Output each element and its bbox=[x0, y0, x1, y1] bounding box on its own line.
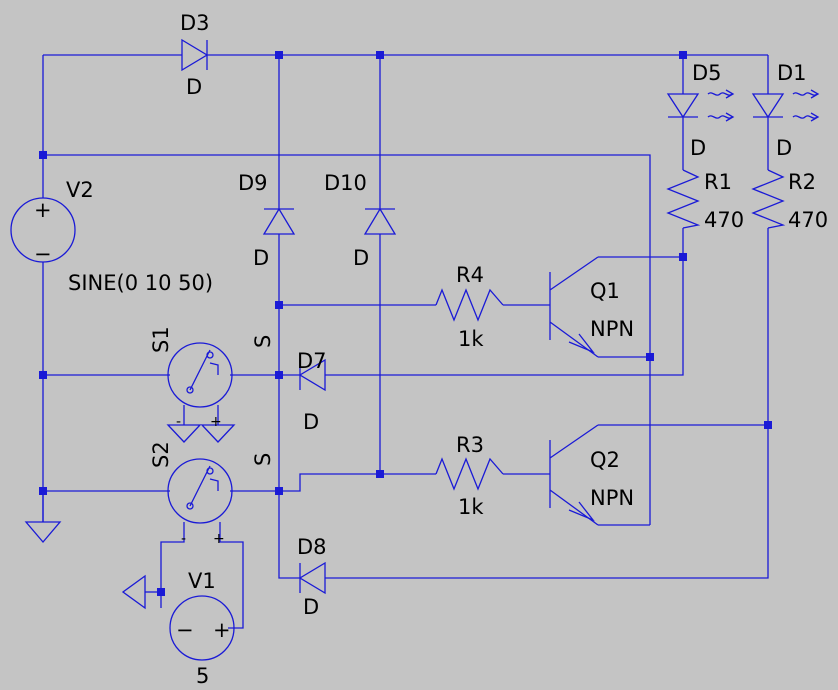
d9-label: D9 bbox=[238, 171, 268, 195]
source-v1[interactable]: − + V1 5 bbox=[169, 569, 235, 688]
ground-v1-icon bbox=[121, 574, 146, 610]
v2-label: V2 bbox=[66, 178, 94, 202]
diode-d3[interactable]: D3 D bbox=[180, 11, 210, 99]
v2-value: SINE(0 10 50) bbox=[68, 271, 213, 295]
q1-label: Q1 bbox=[590, 279, 620, 303]
switch-s2[interactable]: S2 S + - bbox=[149, 441, 275, 547]
r3-label: R3 bbox=[456, 433, 484, 457]
d5-value: D bbox=[690, 136, 706, 160]
d3-value: D bbox=[186, 75, 202, 99]
v1-minus-sign: − bbox=[176, 618, 194, 642]
d9-value: D bbox=[253, 246, 269, 270]
q1-emitter-arrow-icon bbox=[568, 333, 596, 354]
d1-label: D1 bbox=[777, 61, 807, 85]
v1-label: V1 bbox=[188, 569, 216, 593]
q2-emitter-arrow-icon bbox=[568, 501, 596, 522]
transistor-q2[interactable]: Q2 NPN bbox=[549, 424, 634, 526]
diode-d10[interactable]: D10 D bbox=[324, 171, 397, 270]
diode-d9[interactable]: D9 D bbox=[238, 171, 296, 270]
v2-minus-sign: − bbox=[34, 242, 52, 266]
d1-value: D bbox=[776, 136, 792, 160]
q2-value: NPN bbox=[590, 486, 634, 510]
q1-value: NPN bbox=[590, 317, 634, 341]
diode-d8[interactable]: D8 D bbox=[297, 535, 327, 619]
v1-plus-sign: + bbox=[213, 618, 231, 642]
resistor-r4[interactable]: R4 1k bbox=[435, 263, 504, 351]
switch-s1[interactable]: S1 S + - bbox=[149, 326, 275, 443]
resistor-r1[interactable]: R1 470 bbox=[666, 169, 744, 232]
ground-icon bbox=[24, 521, 62, 544]
d5-light-arrow-icon bbox=[707, 89, 735, 99]
d10-value: D bbox=[353, 246, 369, 270]
d1-light-arrow-icon bbox=[792, 89, 820, 99]
s2-value: S bbox=[251, 453, 275, 466]
r2-value: 470 bbox=[788, 208, 828, 232]
r4-label: R4 bbox=[456, 263, 484, 287]
s1-minus-sign: - bbox=[176, 414, 181, 430]
d7-label: D7 bbox=[297, 349, 327, 373]
d10-label: D10 bbox=[324, 171, 367, 195]
d8-value: D bbox=[303, 595, 319, 619]
q2-label: Q2 bbox=[590, 448, 620, 472]
s1-value: S bbox=[251, 335, 275, 348]
s1-plus-sign: + bbox=[210, 414, 222, 430]
resistor-r3[interactable]: R3 1k bbox=[435, 433, 504, 519]
source-v2[interactable]: + − V2 SINE(0 10 50) bbox=[10, 178, 213, 295]
s2-plus-sign: + bbox=[213, 531, 225, 547]
d5-label: D5 bbox=[692, 61, 722, 85]
r4-value: 1k bbox=[458, 327, 484, 351]
s1-label: S1 bbox=[149, 326, 173, 353]
diode-d7[interactable]: D7 D bbox=[297, 349, 327, 434]
r2-label: R2 bbox=[788, 170, 816, 194]
v2-plus-sign: + bbox=[34, 198, 52, 222]
s2-label: S2 bbox=[149, 441, 173, 468]
led-d1[interactable]: D1 D bbox=[751, 61, 820, 160]
led-d5[interactable]: D5 D bbox=[666, 61, 735, 160]
v1-value: 5 bbox=[196, 664, 209, 688]
d8-label: D8 bbox=[297, 535, 327, 559]
d7-value: D bbox=[303, 410, 319, 434]
r1-label: R1 bbox=[704, 170, 732, 194]
r1-value: 470 bbox=[704, 208, 744, 232]
transistor-q1[interactable]: Q1 NPN bbox=[549, 256, 634, 358]
d3-label: D3 bbox=[180, 11, 210, 35]
junctions bbox=[39, 51, 772, 596]
resistor-r2[interactable]: R2 470 bbox=[751, 169, 828, 232]
r3-value: 1k bbox=[458, 495, 484, 519]
s2-minus-sign: - bbox=[181, 531, 186, 547]
